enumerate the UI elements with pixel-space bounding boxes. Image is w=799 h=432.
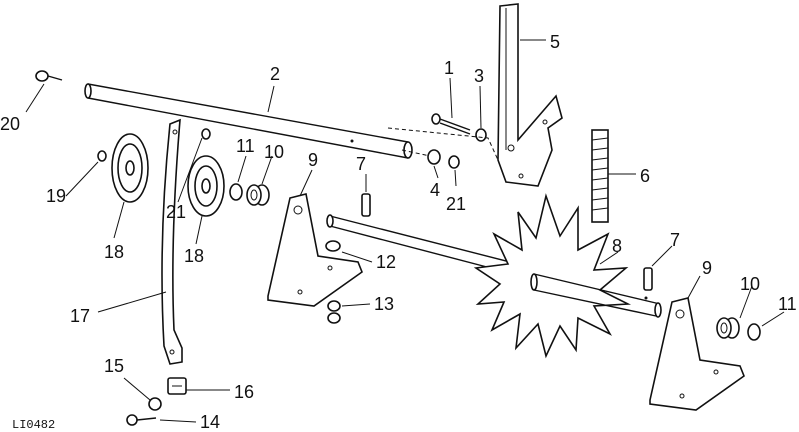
callout-15: 15 [104, 356, 124, 376]
part-21-nut-left [201, 128, 211, 140]
callout-7-top: 7 [356, 154, 366, 174]
part-16-clip [167, 377, 187, 395]
part-12-washer [325, 240, 341, 252]
part-5-arm-bracket [497, 3, 563, 187]
callout-3: 3 [474, 66, 484, 86]
callout-2: 2 [270, 64, 280, 84]
part-7-key-top [361, 193, 371, 217]
callout-5: 5 [550, 32, 560, 52]
callout-17: 17 [70, 306, 90, 326]
callout-13: 13 [374, 294, 394, 314]
part-1-bolt [431, 113, 471, 135]
callout-21-left-label: 21 [166, 202, 186, 222]
callout-19: 19 [46, 186, 66, 206]
callout-11-right: 11 [778, 294, 797, 314]
part-10-bushing-left [246, 184, 270, 206]
leader-lines [25, 39, 785, 423]
callout-8: 8 [612, 236, 622, 256]
part-20-bolt [35, 70, 63, 82]
callout-9-right: 9 [702, 258, 712, 278]
part-14-bolt [126, 414, 157, 426]
part-15-nut [148, 397, 162, 411]
callout-10-left: 10 [264, 142, 284, 162]
callout-4: 4 [430, 180, 440, 200]
part-9-bracket-right [649, 297, 745, 411]
callout-labels: 20 2 1 3 5 6 7 4 21 9 11 10 21 21 19 18 … [0, 32, 797, 432]
part-11-washer-left [229, 183, 243, 201]
callout-11-left: 11 [236, 136, 255, 156]
callout-9-left: 9 [308, 150, 318, 170]
part-4-washer [427, 149, 441, 165]
part-21-nut-right [448, 155, 460, 169]
part-18-pulley-right [187, 155, 225, 217]
part-8-shaft-main [530, 273, 662, 318]
callout-12: 12 [376, 252, 396, 272]
part-6-threaded-rod [591, 129, 609, 223]
part-11-washer-right [747, 323, 761, 341]
callout-10-right: 10 [740, 274, 760, 294]
callout-6: 6 [640, 166, 650, 186]
part-17-curved-strap [161, 118, 183, 365]
callout-7-right: 7 [670, 230, 680, 250]
callout-18-left: 18 [104, 242, 124, 262]
callout-18-right: 18 [184, 246, 204, 266]
part-7-key-right [643, 267, 653, 291]
callout-21-right: 21 [446, 194, 466, 214]
part-2-shaft [84, 83, 413, 159]
part-19-nut [97, 150, 107, 162]
part-8-shaft-upper [326, 214, 511, 273]
assembly-guide-lines [387, 127, 499, 161]
part-10-bushing-right [716, 317, 740, 339]
callout-20: 20 [0, 114, 20, 134]
part-13-nut [327, 300, 341, 324]
figure-code: LI0482 [12, 418, 55, 432]
callout-14-label: 14 [200, 412, 220, 432]
star-wheel [473, 193, 632, 359]
part-3-nut [475, 128, 487, 142]
part-18-pulley-left [111, 133, 149, 203]
callout-1: 1 [444, 58, 454, 78]
part-9-bracket-left [267, 193, 363, 307]
callout-16: 16 [234, 382, 254, 402]
